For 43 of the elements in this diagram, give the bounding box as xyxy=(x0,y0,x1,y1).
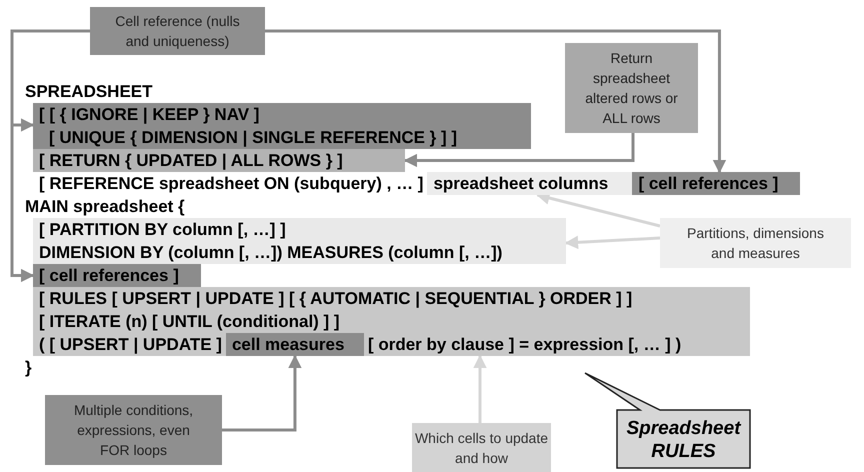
code-text: [ UNIQUE { DIMENSION | SINGLE REFERENCE } ] ] xyxy=(49,127,458,149)
code-text: ( [ UPSERT | UPDATE ] xyxy=(39,334,223,356)
arrow xyxy=(473,354,487,423)
speech-bubble xyxy=(583,372,753,470)
code-text: [ [ { IGNORE | KEEP } NAV ] xyxy=(39,104,260,126)
callout-text: Partitions, dimensions and measures xyxy=(686,224,825,263)
callout-text: Return spreadsheet altered rows or ALL rows xyxy=(584,49,679,128)
callout-box xyxy=(412,423,551,472)
arrow xyxy=(222,354,302,432)
code-text: [ PARTITION BY column [, …] ] xyxy=(39,219,286,241)
code-highlight xyxy=(226,333,364,356)
code-highlight xyxy=(33,264,201,287)
code-text: [ ITERATE (n) [ UNTIL (conditional) ] ] xyxy=(39,311,340,333)
callout-text: Multiple conditions, expressions, even FOR loops xyxy=(72,401,194,460)
code-text: [ REFERENCE spreadsheet ON (subquery) , … ] xyxy=(39,173,424,195)
code-highlight xyxy=(33,287,750,356)
code-highlight xyxy=(427,172,632,195)
bubble-text: Spreadsheet RULES xyxy=(625,416,742,462)
callout-box xyxy=(660,218,851,268)
code-text: [ cell references ] xyxy=(638,173,778,195)
code-text: [ order by clause ] = expression [, … ] ) xyxy=(366,334,682,356)
code-text: cell measures xyxy=(232,334,344,356)
callout-text: Which cells to update and how xyxy=(414,428,550,468)
code-text: [ RETURN { UPDATED | ALL ROWS } ] xyxy=(39,150,343,172)
arrow xyxy=(564,236,660,250)
callout-box xyxy=(90,7,265,55)
callout-box xyxy=(565,43,698,133)
code-text: [ RULES [ UPSERT | UPDATE ] [ { AUTOMATIC | SEQUENTIAL } ORDER ] ] xyxy=(39,288,632,310)
callout-text: Cell reference (nulls and uniqueness) xyxy=(114,12,241,51)
code-text: spreadsheet columns xyxy=(433,173,608,195)
code-text: SPREADSHEET xyxy=(25,81,153,103)
code-highlight xyxy=(632,172,800,195)
code-highlight xyxy=(33,103,531,149)
code-text: MAIN spreadsheet { xyxy=(25,196,185,218)
callout-box xyxy=(45,395,222,465)
code-highlight xyxy=(33,218,566,264)
arrow xyxy=(265,30,726,174)
code-highlight xyxy=(33,149,405,172)
code-text: [ cell references ] xyxy=(39,265,179,287)
arrow xyxy=(10,30,90,282)
arrow xyxy=(404,133,634,168)
code-text: DIMENSION BY (column [, …]) MEASURES (column [, …]) xyxy=(39,242,502,264)
code-text: } xyxy=(25,357,32,379)
